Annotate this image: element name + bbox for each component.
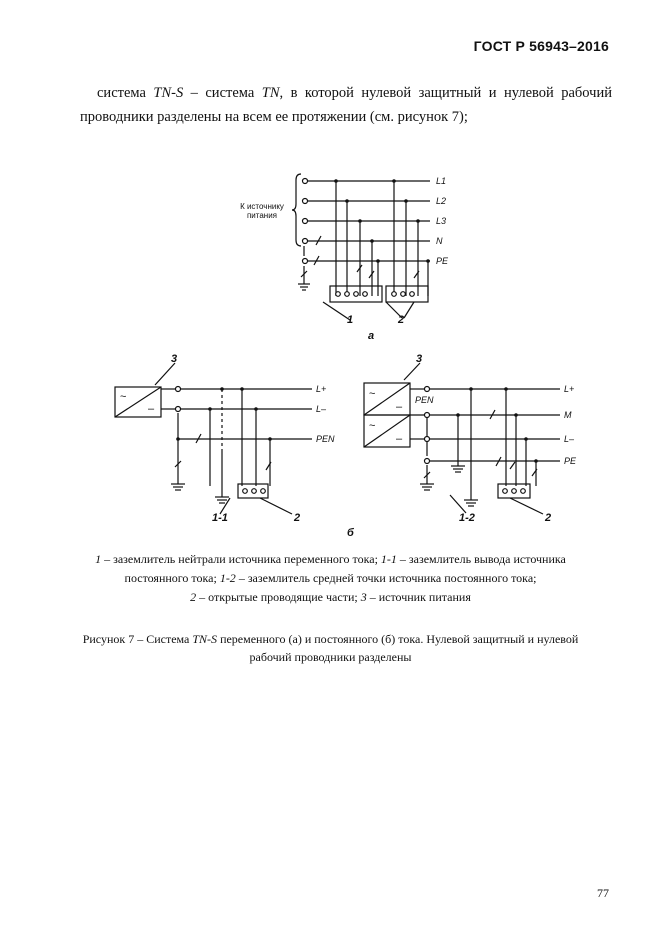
- conductor-label-lplus-right: L+: [564, 384, 574, 394]
- legend-text-2: – открытые проводящие части;: [196, 590, 361, 604]
- ac-symbol-right-upper: ~: [369, 388, 375, 400]
- diagram-b-right-drawing: [363, 362, 560, 515]
- diagram-b-left-terminals: [174, 385, 266, 494]
- diagram-a-terminals: [301, 177, 415, 297]
- intro-term-tn: TN: [261, 85, 280, 101]
- sub-label-b: б: [347, 527, 355, 539]
- conductor-label-lminus-right: L–: [564, 434, 575, 444]
- legend-text-3: – источник питания: [366, 590, 471, 604]
- legend-key-1-1: 1-1: [380, 552, 397, 566]
- conductor-label-n: N: [436, 236, 443, 246]
- legend-key-1-2: 1-2: [219, 571, 236, 585]
- conductor-label-m: M: [564, 410, 572, 420]
- callout-a-1: 1: [347, 314, 353, 326]
- dc-symbol-right-lower: –: [396, 433, 403, 445]
- sub-label-a: а: [368, 330, 374, 342]
- diagram-b-left-drawing: [114, 362, 312, 515]
- conductor-label-l3: L3: [436, 216, 446, 226]
- conductor-label-pen: PEN: [316, 434, 335, 444]
- intro-term-tns: TN-S: [153, 85, 184, 101]
- intro-text-a: система: [97, 85, 154, 101]
- legend-text-1: – заземлитель нейтрали источника перемен…: [101, 552, 381, 566]
- conductor-label-pe-right: PE: [564, 456, 577, 466]
- diagram-a-drawing: [291, 173, 430, 321]
- source-label-line1: К источнику: [240, 202, 284, 211]
- dc-symbol-right-upper: –: [396, 401, 403, 413]
- diagram-b-right-terminals: [423, 385, 526, 494]
- figure-legend: 1 – заземлитель нейтрали источника перем…: [70, 550, 591, 607]
- intro-paragraph: система TN-S – система TN, в которой нул…: [80, 81, 612, 129]
- caption-term: TN-S: [192, 632, 218, 646]
- callout-b-right-1-2: 1-2: [459, 512, 475, 524]
- document-header: ГОСТ Р 56943–2016: [473, 38, 609, 54]
- caption-suffix: переменного (а) и постоянного (б) тока. …: [217, 632, 579, 664]
- ac-symbol-left: ~: [120, 391, 126, 403]
- intro-text-b: – система: [183, 85, 262, 101]
- conductor-label-lplus: L+: [316, 384, 326, 394]
- conductor-label-l1: L1: [436, 176, 446, 186]
- ac-symbol-right-lower: ~: [369, 420, 375, 432]
- legend-text-1-2: – заземлитель средней точки источника по…: [235, 571, 537, 585]
- conductor-label-l2: L2: [436, 196, 446, 206]
- callout-b-left-3: 3: [171, 353, 177, 365]
- dc-symbol-left: –: [148, 403, 155, 415]
- figure-caption: Рисунок 7 – Система TN-S переменного (а)…: [70, 630, 591, 666]
- callout-b-left-2: 2: [293, 512, 300, 524]
- callout-a-2: 2: [397, 314, 404, 326]
- callout-b-right-3: 3: [416, 353, 422, 365]
- pen-label-right: PEN: [415, 395, 434, 405]
- callout-b-left-1-1: 1-1: [212, 512, 228, 524]
- legend-key-2: 2: [190, 590, 197, 604]
- conductor-label-pe: PE: [436, 256, 449, 266]
- caption-prefix: Рисунок 7 – Система: [82, 632, 193, 646]
- source-label-line2: питания: [247, 211, 277, 220]
- intro-text-c: , в которой нулевой защитный и нулевой р…: [80, 85, 612, 125]
- page-number: 77: [597, 886, 609, 900]
- legend-key-3: 3: [360, 590, 367, 604]
- legend-key-1: 1: [95, 552, 102, 566]
- callout-b-right-2: 2: [544, 512, 551, 524]
- conductor-label-lminus: L–: [316, 404, 327, 414]
- legend-text-1-1: – заземлитель вывода источника постоянно…: [124, 552, 566, 585]
